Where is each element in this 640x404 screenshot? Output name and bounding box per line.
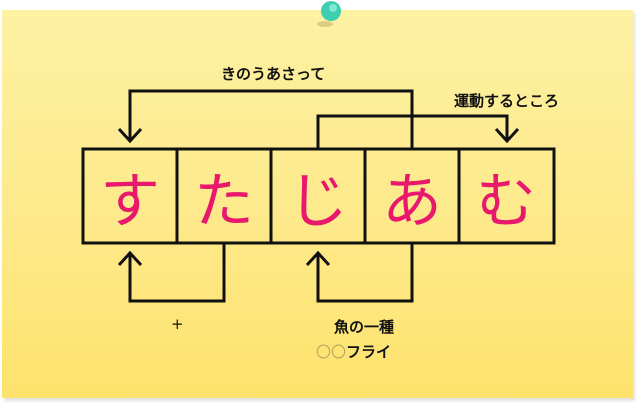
arrow-bottom-right <box>305 243 414 303</box>
cell-5-char: む <box>476 166 536 237</box>
arrow-bottom-left <box>117 243 226 303</box>
label-bottom-right-line1: 魚の一種 <box>334 318 395 336</box>
arrow-top-right <box>316 114 520 149</box>
label-top-right: 運動するところ <box>454 92 560 110</box>
label-bottom-right-line2: 〇〇フライ <box>316 341 391 362</box>
label-fry: フライ <box>346 343 392 361</box>
label-bottom-left: + <box>171 315 184 333</box>
blank-circles: 〇〇 <box>316 343 347 361</box>
cell-2-char: た <box>194 166 254 237</box>
label-top-left: きのうあさって <box>221 65 326 83</box>
cell-4-char: あ <box>382 166 442 237</box>
arrow-top-left <box>117 89 414 149</box>
pushpin-icon <box>317 1 341 27</box>
cell-1-char: す <box>100 166 160 237</box>
cell-3-char: じ <box>288 166 348 237</box>
sticky-note-paper <box>2 10 633 398</box>
